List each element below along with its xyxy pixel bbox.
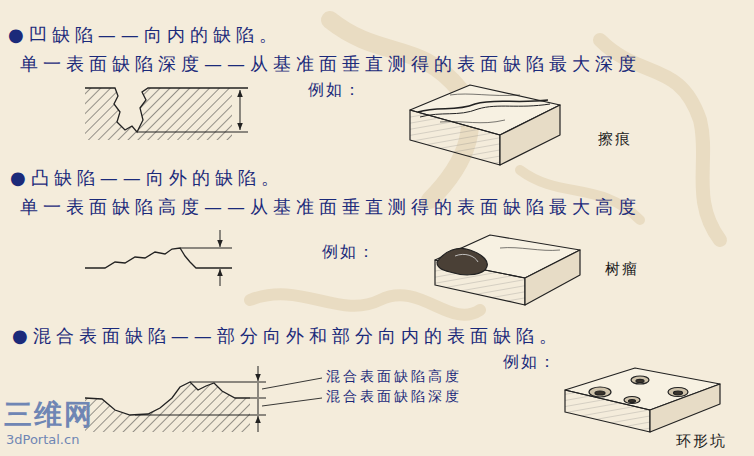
- convex-section: [85, 230, 232, 286]
- dimension-arrow: [258, 416, 259, 432]
- surface-texture: [450, 94, 520, 95]
- surface-texture: [440, 120, 505, 123]
- ring-pit-block: [565, 368, 720, 432]
- section-heading: ●混合表面缺陷——部分向外和部分向内的表面缺陷。: [12, 325, 562, 347]
- ring-pit: [631, 376, 649, 384]
- extension-line: [180, 248, 232, 249]
- surface-profile: [85, 248, 232, 268]
- mixed-section: [85, 366, 322, 432]
- pit-center: [674, 391, 683, 395]
- definition-text: 单一表面缺陷深度——从基准面垂直测得的表面缺陷最大深度: [20, 53, 641, 75]
- example-label: 例如：: [308, 80, 362, 99]
- ring-pit: [624, 397, 640, 404]
- section-heading: ●凸缺陷——向外的缺陷。: [10, 167, 284, 189]
- dimension-line: [240, 90, 241, 130]
- knot-block: [435, 235, 580, 305]
- scratch-groove: [420, 104, 550, 117]
- knot-highlight: [455, 254, 478, 262]
- surface-profile: [85, 382, 250, 415]
- example-name: 树瘤: [605, 260, 639, 278]
- dimension-label: 混合表面缺陷深度: [326, 388, 462, 405]
- ring-pit: [668, 388, 688, 397]
- scratch-block: [410, 85, 560, 165]
- example-label: 例如：: [322, 242, 376, 261]
- leader-line: [262, 398, 322, 406]
- dimension-arrow: [220, 230, 221, 247]
- extension-line: [190, 382, 266, 383]
- reference-line: [250, 398, 266, 399]
- extension-line: [135, 415, 266, 416]
- section-heading: ●凹缺陷——向内的缺陷。: [8, 24, 282, 46]
- dimension-line: [258, 399, 259, 414]
- pit-center: [629, 400, 636, 403]
- dimension-label: 混合表面缺陷高度: [326, 368, 462, 385]
- extension-line: [137, 132, 248, 133]
- watermark: 三维网: [4, 398, 94, 432]
- definition-text: 单一表面缺陷高度——从基准面垂直测得的表面缺陷最大高度: [20, 196, 641, 218]
- block-side: [650, 384, 720, 432]
- block-side: [525, 250, 580, 305]
- knot-bump: [437, 249, 487, 275]
- pit-center: [636, 379, 644, 382]
- pit-center: [595, 391, 605, 395]
- concave-section: [85, 88, 248, 140]
- dimension-line: [258, 383, 259, 397]
- dimension-arrow: [220, 269, 221, 286]
- example-name: 擦痕: [598, 130, 632, 148]
- example-label: 例如：: [503, 352, 557, 371]
- leader-line: [262, 378, 322, 389]
- surface-profile: [85, 88, 248, 132]
- block-side: [500, 105, 560, 165]
- example-name: 环形坑: [676, 432, 727, 450]
- hatched-material: [85, 382, 250, 432]
- surface-texture: [500, 248, 560, 251]
- brush-stroke: [250, 294, 480, 315]
- block-front: [410, 110, 500, 165]
- watermark: 3dPortal.cn: [6, 432, 79, 448]
- dimension-arrow: [258, 366, 259, 381]
- ring-pit: [589, 387, 611, 397]
